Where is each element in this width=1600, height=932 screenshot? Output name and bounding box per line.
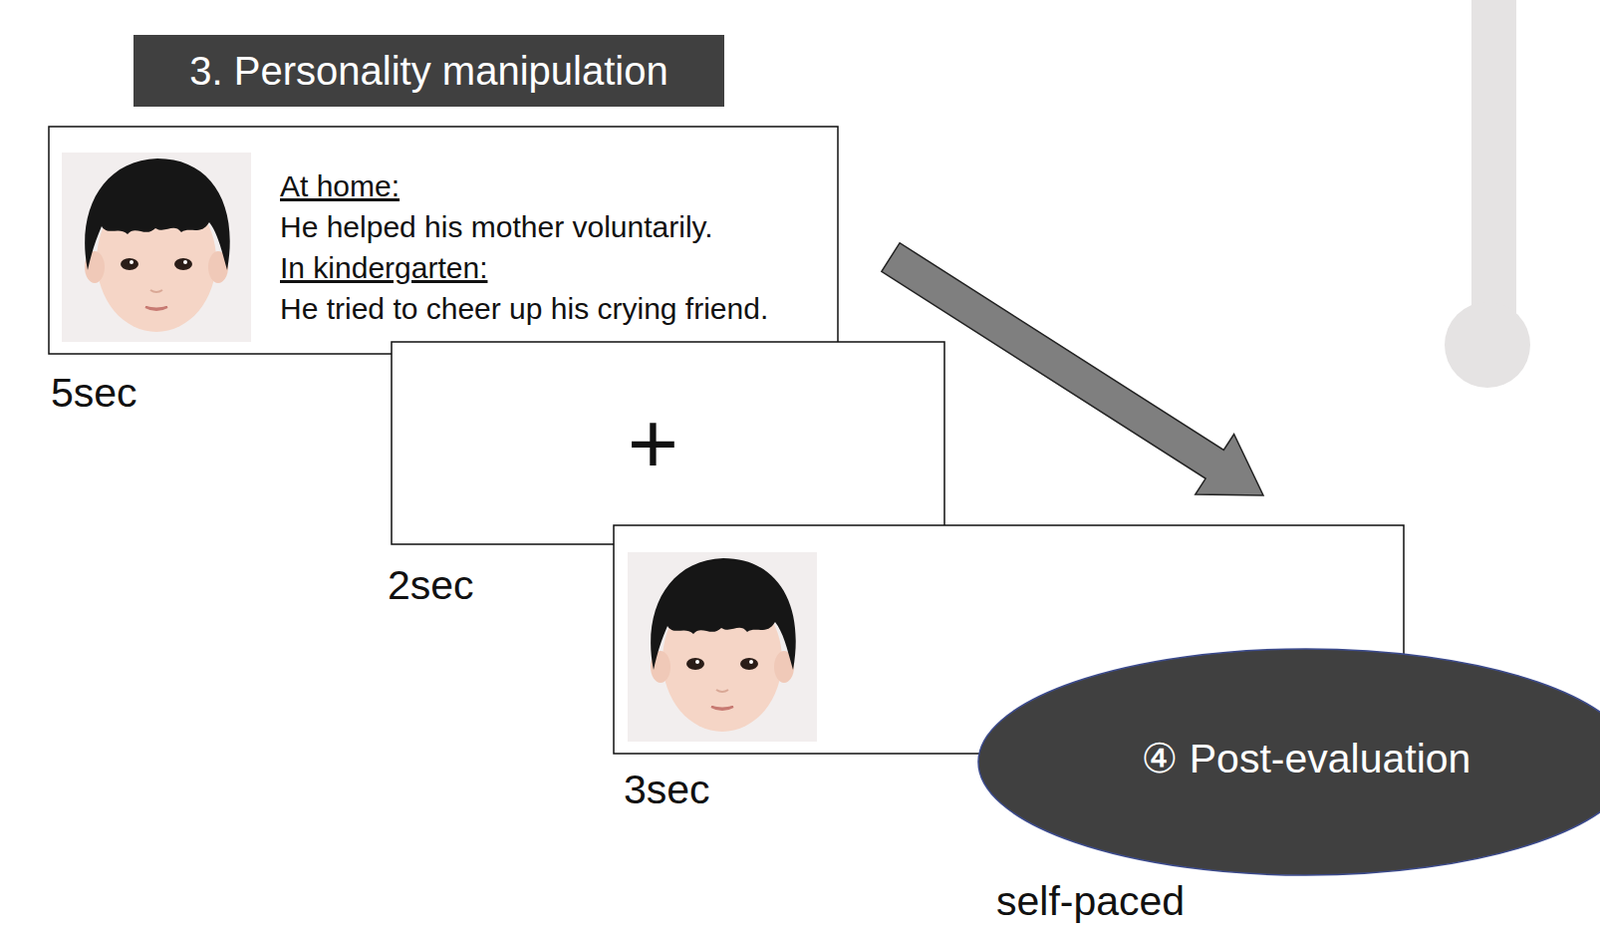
fixation-screen: + [391,341,945,544]
heading-text: 3. Personality manipulation [189,48,668,94]
ellipse-shape [978,648,1600,875]
behavior-text: He tried to cheer up his crying friend. [279,287,769,329]
phase-ellipse: ④ Post-evaluation [977,647,1600,876]
behavior-text: He helped his mother voluntarily. [279,206,769,248]
child-face [61,152,252,342]
fixation-cross: + [627,399,679,488]
screen-frame [48,126,838,354]
stimulus-card: At home:He helped his mother voluntarily… [48,126,838,354]
flow-arrow [881,243,1264,496]
timeline-bar [1471,0,1517,317]
card-text-column: At home:He helped his mother voluntarily… [279,165,769,329]
phase-title: ④ Post-evaluation [1141,734,1472,783]
screen-frame [391,341,945,544]
timeline-dot [1444,301,1531,388]
child-face [627,551,817,742]
duration-label: self-paced [996,878,1185,924]
duration-label: 3sec [623,767,711,812]
context-heading: At home: [279,165,769,207]
duration-label: 5sec [50,370,138,416]
duration-label: 2sec [387,562,475,608]
section-heading: 3. Personality manipulation [133,34,725,107]
context-heading: In kindergarten: [279,247,769,288]
